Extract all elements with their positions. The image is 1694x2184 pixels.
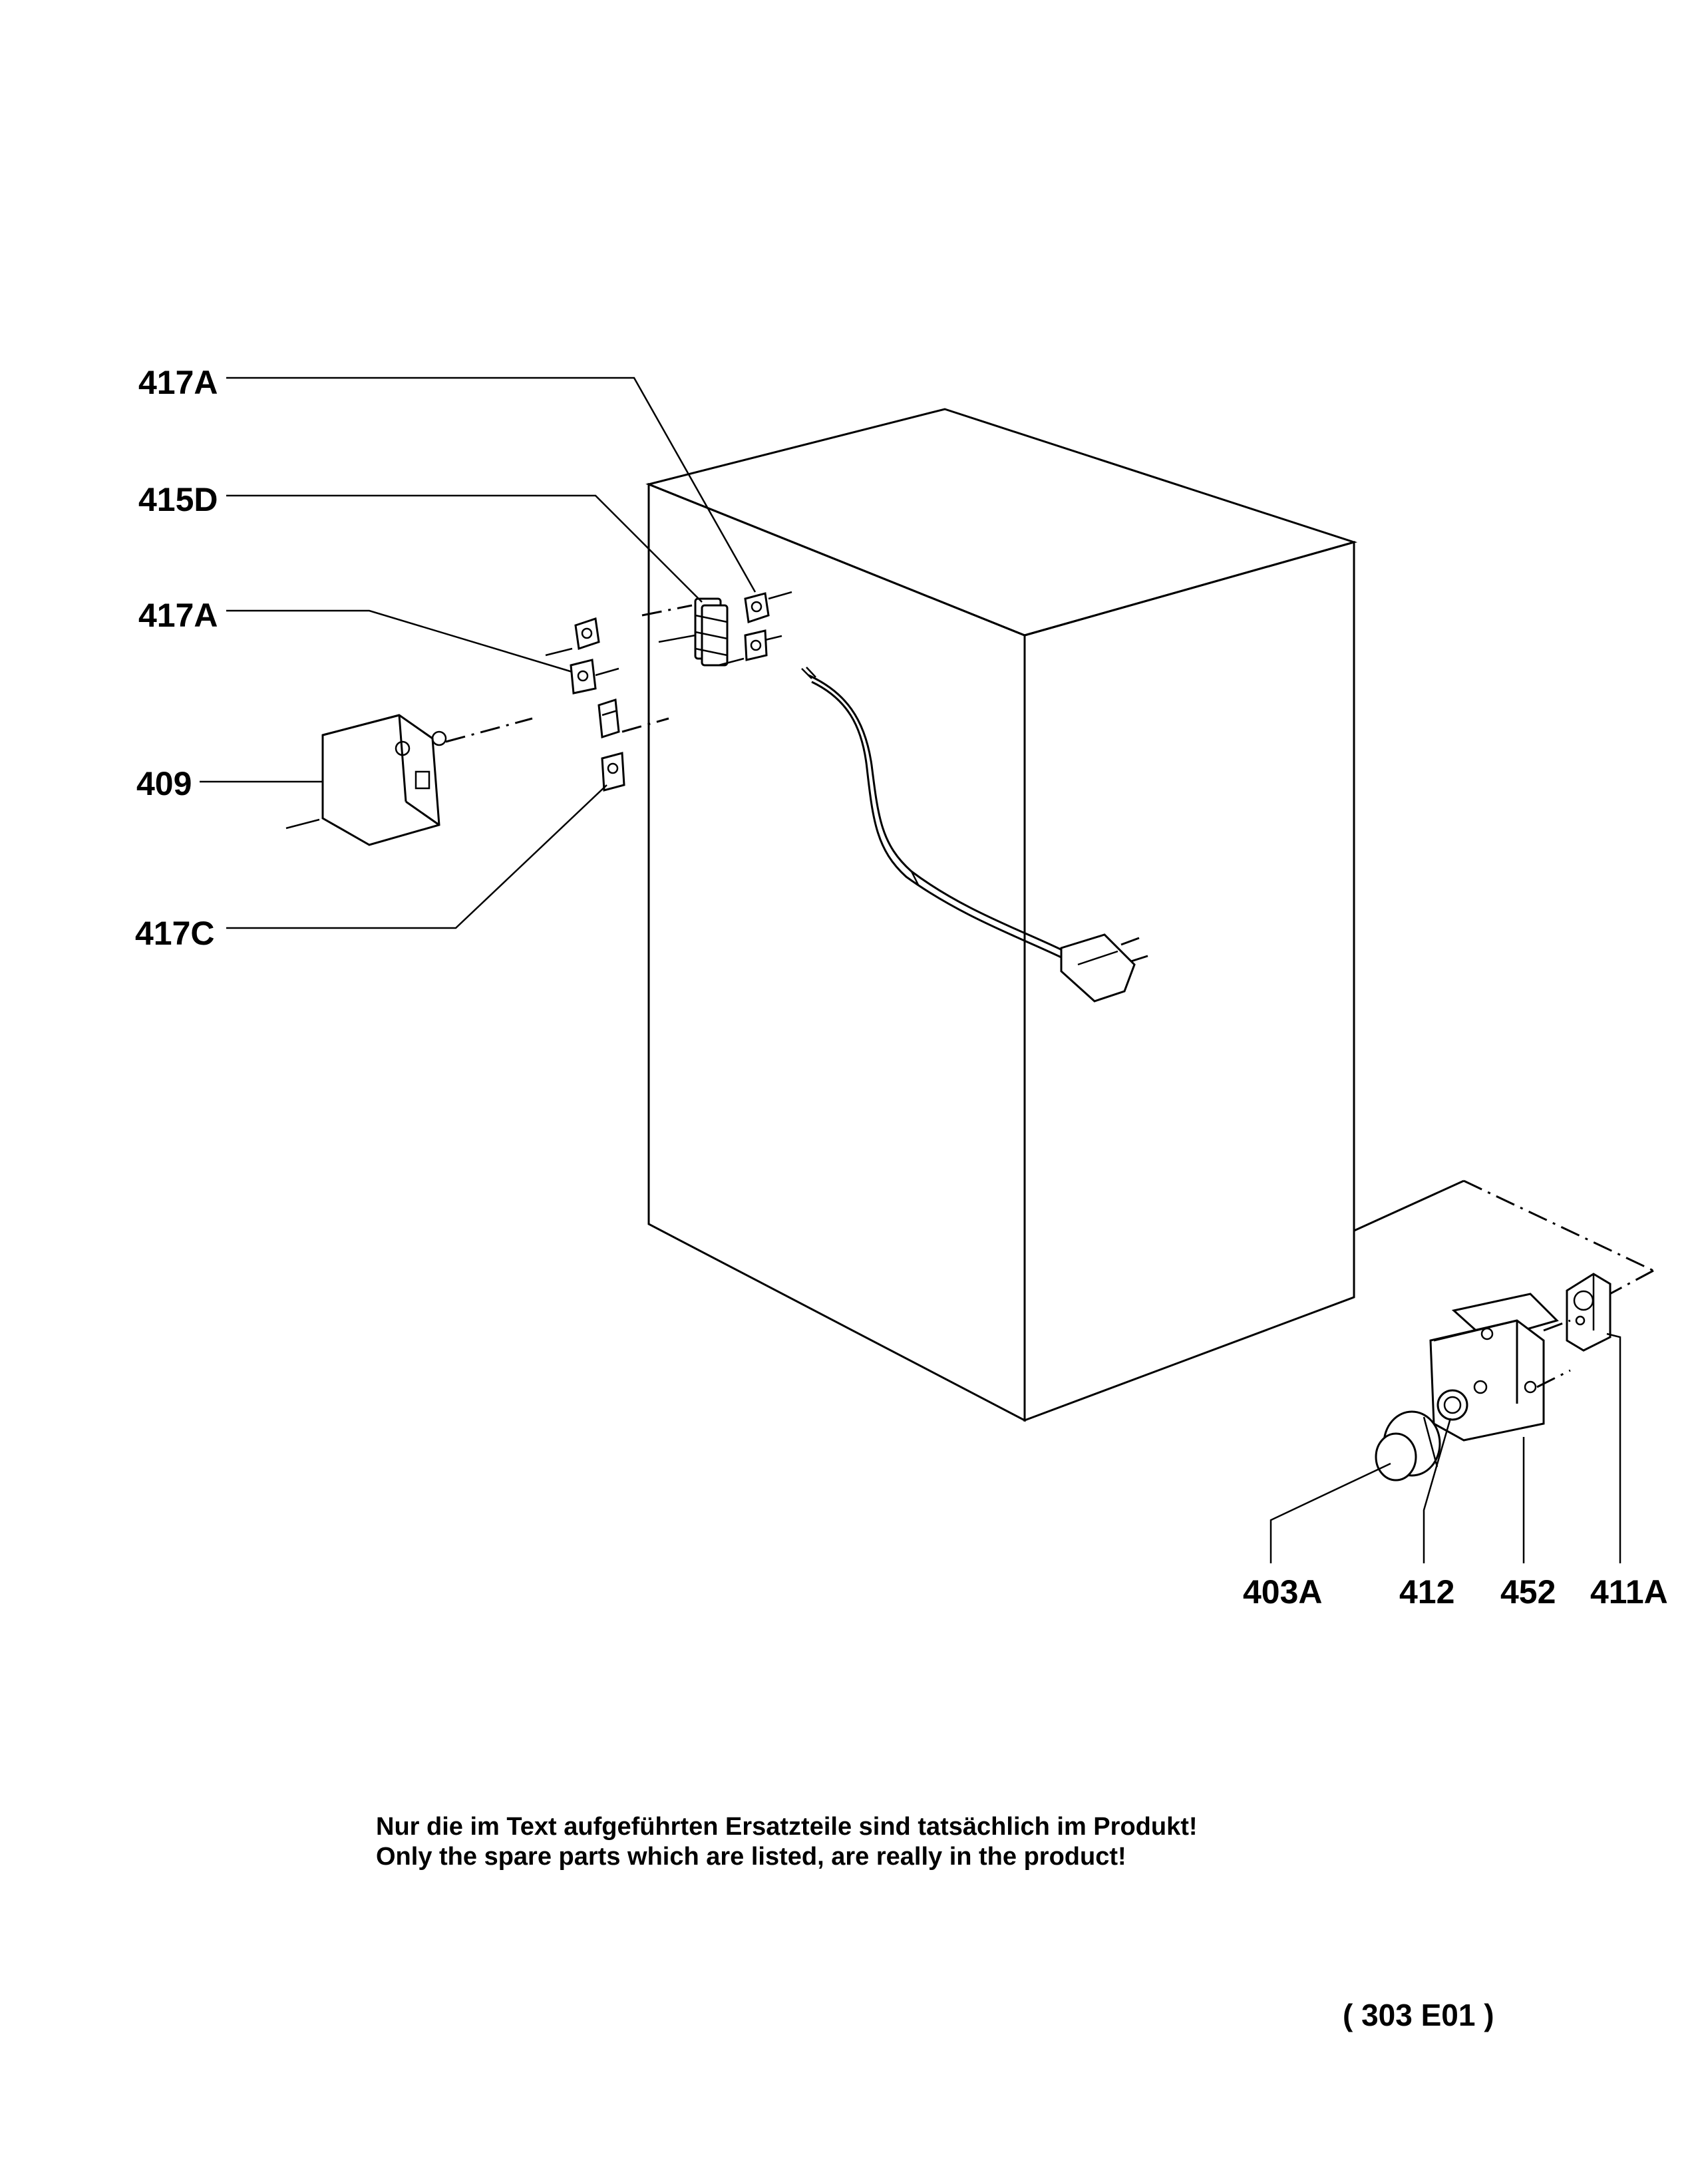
label-452: 452: [1500, 1573, 1556, 1611]
note-english: Only the spare parts which are listed, a…: [376, 1843, 1126, 1871]
label-412: 412: [1399, 1573, 1454, 1611]
power-cord: [801, 667, 1148, 1003]
label-403a: 403A: [1243, 1573, 1323, 1611]
control-knob: [1375, 1410, 1441, 1482]
leader-lines: [200, 377, 1621, 1563]
label-417a-mid: 417A: [138, 597, 218, 634]
drawing-reference: ( 303 E01 ): [1343, 1998, 1494, 2032]
cable-clamp-upper: [718, 591, 792, 667]
label-417c: 417C: [135, 915, 215, 952]
label-417a-top: 417A: [138, 364, 218, 401]
junction-box-cover: [285, 714, 533, 846]
label-409: 409: [136, 765, 192, 802]
label-411a: 411A: [1590, 1573, 1668, 1611]
cabinet-box: [645, 408, 1358, 1422]
strain-relief-clamp: [597, 699, 669, 792]
cable-clamp-left: [545, 617, 619, 695]
assembly-leader-path: [1353, 1179, 1654, 1299]
mounting-nut: [1437, 1389, 1468, 1421]
terminal-block: [641, 597, 729, 667]
thermostat-bracket: [1566, 1273, 1611, 1352]
note-german: Nur die im Text aufgeführten Ersatzteile…: [376, 1813, 1198, 1841]
label-415d: 415D: [138, 481, 218, 518]
